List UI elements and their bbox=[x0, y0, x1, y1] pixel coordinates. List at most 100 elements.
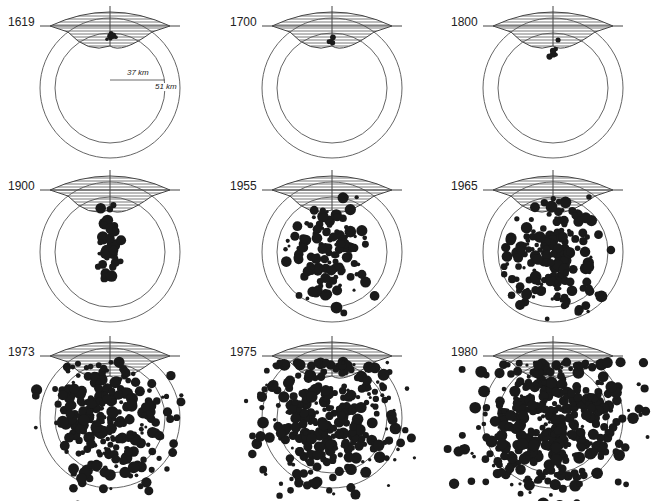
urban-area bbox=[526, 452, 530, 456]
urban-area bbox=[311, 478, 321, 488]
urban-area bbox=[521, 288, 532, 299]
urban-area bbox=[326, 266, 336, 276]
urban-area bbox=[97, 239, 103, 245]
urban-area bbox=[67, 366, 71, 370]
urban-area bbox=[330, 453, 337, 460]
growth-panel bbox=[40, 170, 180, 322]
urban-area bbox=[344, 393, 353, 402]
urban-area bbox=[556, 38, 561, 43]
urban-area bbox=[341, 383, 347, 389]
urban-area bbox=[605, 381, 617, 393]
axis-line bbox=[110, 170, 111, 210]
outer-ring bbox=[483, 348, 623, 488]
urban-area bbox=[533, 360, 542, 369]
urban-area bbox=[140, 431, 143, 434]
urban-area bbox=[321, 431, 328, 438]
urban-area bbox=[107, 431, 112, 436]
urban-area bbox=[327, 39, 332, 44]
urban-area bbox=[541, 406, 549, 414]
urban-area bbox=[269, 380, 279, 390]
urban-area bbox=[176, 397, 185, 406]
urban-area bbox=[52, 386, 58, 392]
urban-area bbox=[329, 232, 338, 241]
urban-area bbox=[562, 457, 569, 464]
urban-area bbox=[105, 447, 111, 453]
urban-area bbox=[66, 410, 75, 419]
urban-area bbox=[515, 381, 522, 388]
urban-area bbox=[516, 428, 520, 432]
urban-area bbox=[573, 499, 582, 501]
urban-area bbox=[264, 368, 270, 374]
urban-area bbox=[374, 411, 380, 417]
year-label: 1975 bbox=[230, 346, 257, 358]
urban-area bbox=[105, 437, 110, 442]
urban-area bbox=[470, 452, 473, 455]
urban-area bbox=[349, 398, 352, 401]
urban-area bbox=[584, 450, 592, 458]
urban-area bbox=[106, 270, 118, 282]
urban-area bbox=[602, 357, 613, 368]
urban-area bbox=[378, 369, 390, 381]
year-label: 1619 bbox=[8, 16, 35, 28]
urban-area bbox=[179, 393, 183, 397]
urban-area bbox=[514, 216, 519, 221]
urban-area bbox=[106, 406, 117, 417]
urban-area bbox=[510, 483, 514, 487]
urban-area bbox=[407, 433, 416, 442]
urban-area bbox=[548, 421, 551, 424]
urban-area bbox=[413, 456, 416, 459]
year-label: 1900 bbox=[8, 180, 35, 192]
urban-area bbox=[105, 368, 110, 373]
urban-area bbox=[505, 363, 509, 367]
urban-area bbox=[546, 368, 554, 376]
urban-area bbox=[289, 477, 293, 481]
urban-area bbox=[151, 418, 160, 427]
urban-area bbox=[352, 408, 356, 412]
urban-area bbox=[139, 427, 144, 432]
urban-area bbox=[505, 410, 516, 421]
urban-area bbox=[356, 402, 367, 413]
urban-area bbox=[257, 392, 267, 402]
urban-area bbox=[603, 413, 610, 420]
urban-area bbox=[335, 260, 338, 263]
urban-area bbox=[402, 427, 408, 433]
year-label: 1965 bbox=[451, 180, 478, 192]
urban-area bbox=[554, 285, 560, 291]
urban-area bbox=[515, 300, 525, 310]
urban-area bbox=[371, 366, 376, 371]
urban-area bbox=[537, 498, 549, 501]
urban-area bbox=[528, 439, 540, 451]
urban-area bbox=[360, 467, 371, 478]
urban-area bbox=[111, 455, 120, 464]
urban-area bbox=[582, 261, 594, 273]
urban-area bbox=[459, 432, 466, 439]
urban-area bbox=[342, 252, 352, 262]
urban-area bbox=[296, 407, 301, 412]
urban-area bbox=[385, 436, 393, 444]
urban-area bbox=[285, 375, 295, 385]
urban-area bbox=[580, 247, 590, 257]
urban-area bbox=[153, 397, 161, 405]
urban-area bbox=[295, 372, 301, 378]
urban-area bbox=[553, 218, 561, 226]
urban-area bbox=[119, 457, 127, 465]
year-label: 1955 bbox=[230, 180, 257, 192]
urban-area bbox=[525, 363, 528, 366]
urban-area bbox=[540, 225, 547, 232]
urban-area bbox=[318, 244, 328, 254]
urban-area bbox=[583, 387, 590, 394]
urban-area bbox=[132, 431, 137, 436]
year-label: 1800 bbox=[451, 16, 478, 28]
axis-line bbox=[553, 6, 554, 46]
urban-area bbox=[301, 235, 309, 243]
urban-area bbox=[331, 209, 342, 220]
urban-area bbox=[147, 379, 156, 388]
urban-area bbox=[482, 433, 490, 441]
urban-area bbox=[557, 372, 565, 380]
urban-area bbox=[571, 235, 579, 243]
urban-area bbox=[385, 427, 388, 430]
urban-area bbox=[88, 395, 94, 401]
urban-area bbox=[543, 399, 548, 404]
urban-area bbox=[332, 492, 335, 495]
urban-area bbox=[337, 192, 348, 203]
